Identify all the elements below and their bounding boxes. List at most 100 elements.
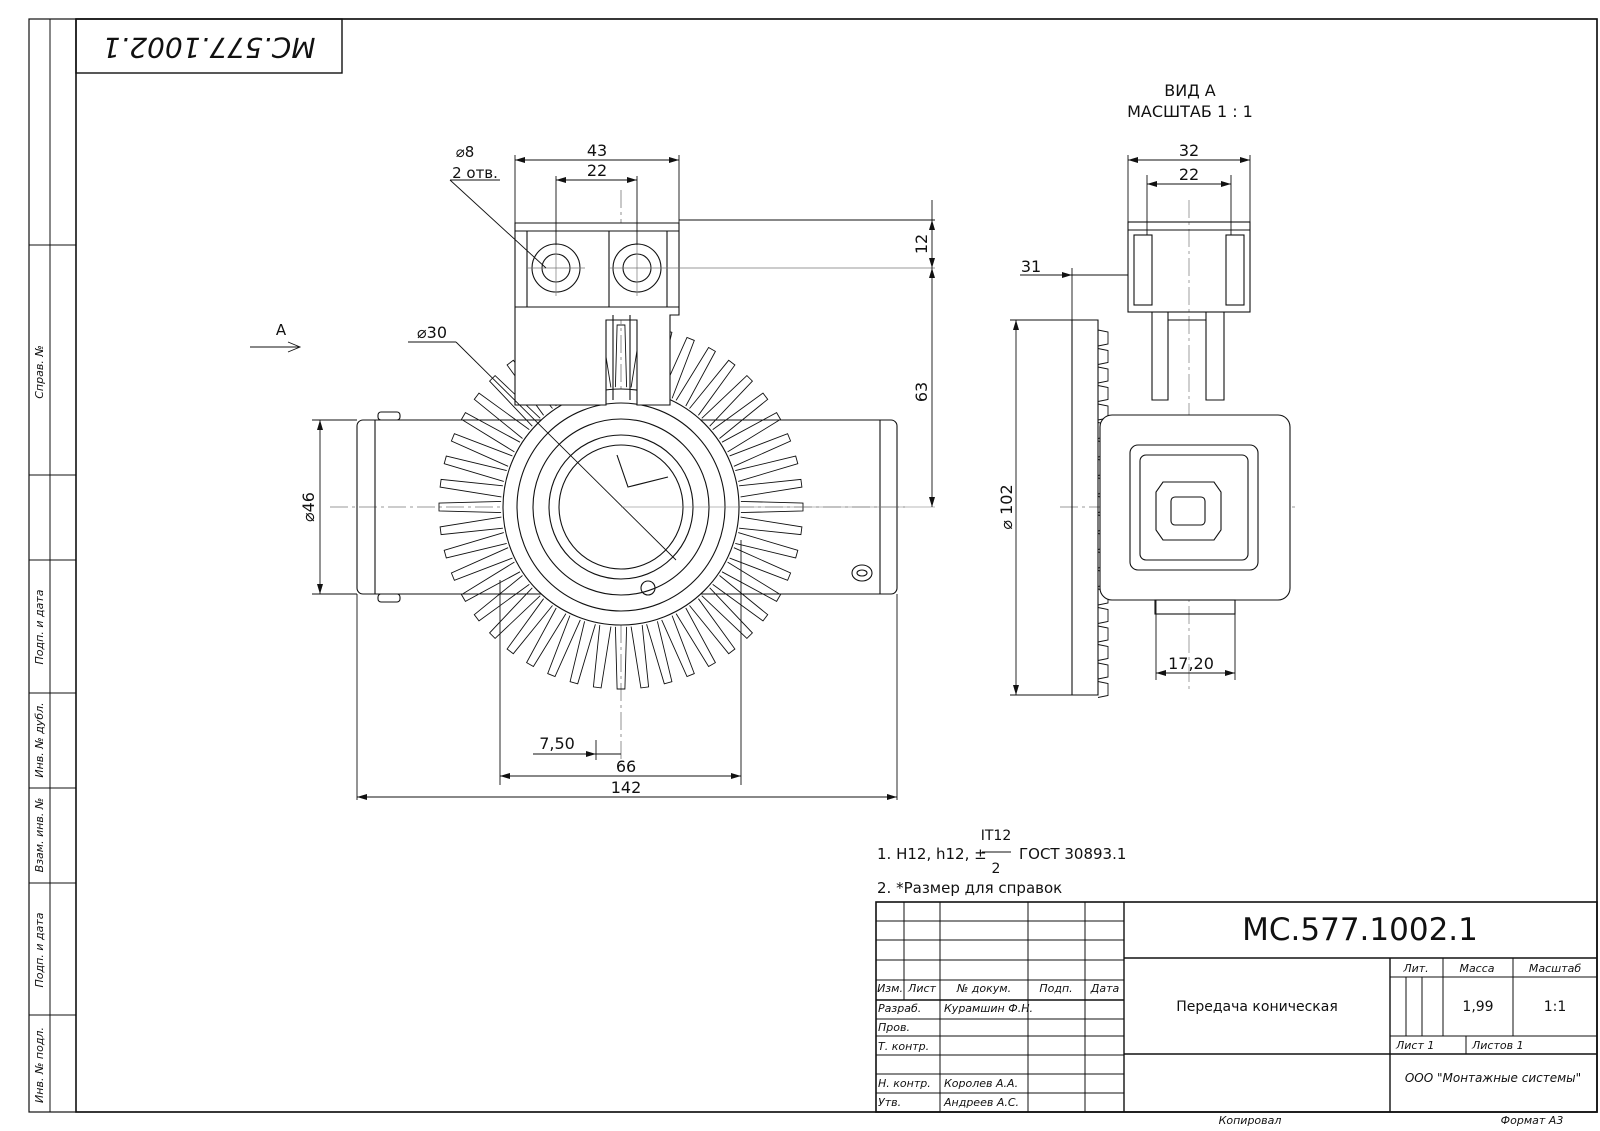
tb-sheet: Лист 1	[1395, 1039, 1434, 1052]
side-gear-tooth	[1097, 681, 1109, 698]
front-dim-arrows	[317, 157, 935, 800]
gear-tooth	[701, 374, 754, 427]
footer-format: Формат А3	[1501, 1114, 1564, 1127]
gear-tooth	[443, 532, 507, 559]
strip-label-vzam: Взам. инв. №	[33, 798, 46, 873]
tb-mass-label: Масса	[1459, 962, 1494, 975]
dim-d46: ⌀46	[299, 492, 318, 522]
dim-31: 31	[1021, 257, 1041, 276]
strip-label-sprav: Справ. №	[33, 345, 46, 399]
gear-tooth	[675, 346, 717, 407]
gear-tooth	[547, 615, 581, 678]
side-dimensions	[1010, 155, 1251, 696]
gear-tooth	[439, 516, 503, 536]
gear-tooth	[721, 411, 782, 453]
tb-role-prov: Пров.	[878, 1021, 910, 1034]
top-stamp-code: МС.577.1002.1	[103, 31, 316, 64]
strip-label-inv-dubl: Инв. № дубл.	[33, 702, 46, 777]
dim-22-side: 22	[1179, 165, 1199, 184]
gear-tooth	[739, 478, 803, 498]
gear-tooth	[592, 625, 612, 689]
tb-person-razrab: Курамшин Ф.Н.	[944, 1002, 1033, 1015]
gear-tooth	[735, 532, 799, 559]
gear-tooth	[439, 478, 503, 498]
note-2: 2. *Размер для справок	[877, 879, 1062, 897]
gear-tooth	[438, 500, 502, 514]
gear-tooth	[569, 621, 596, 685]
dim-32: 32	[1179, 141, 1199, 160]
top-stamp: МС.577.1002.1	[75, 18, 343, 74]
side-gear-tooth	[1097, 625, 1109, 643]
gear-tooth	[614, 324, 628, 388]
front-view	[330, 179, 935, 770]
dim-hole-dia: ⌀8	[456, 143, 475, 161]
tb-lit-label: Лит.	[1402, 962, 1428, 975]
note-1-den: 2	[992, 861, 1001, 877]
side-view	[1060, 200, 1295, 698]
side-gear-tooth	[1097, 366, 1109, 384]
tb-header-izm: Изм.	[877, 982, 903, 995]
gear-tooth	[675, 607, 717, 668]
title-block	[875, 901, 1598, 1113]
tb-role-tkontr: Т. контр.	[878, 1040, 929, 1053]
gear-tooth	[460, 411, 521, 453]
gear-tooth	[488, 587, 541, 640]
side-gear-tooth	[1097, 662, 1109, 680]
gear-tooth	[701, 587, 754, 640]
gear-tooth	[473, 575, 530, 622]
gear-tooth	[506, 598, 553, 655]
tb-person-utv: Андреев А.С.	[943, 1096, 1019, 1109]
tb-sheets: Листов 1	[1471, 1039, 1524, 1052]
dim-142: 142	[611, 778, 642, 797]
tb-header-dokum: № докум.	[956, 982, 1011, 995]
gear-tooth	[735, 455, 799, 482]
tb-scale-label: Масштаб	[1529, 962, 1581, 975]
note-1-suffix: ГОСТ 30893.1	[1019, 845, 1126, 863]
side-gear-tooth	[1097, 385, 1109, 402]
gear-tooth	[450, 547, 513, 581]
title-part-name: Передача коническая	[1176, 999, 1338, 1015]
note-1-prefix: 1. H12, h12, ±	[877, 845, 987, 863]
gear-tooth	[729, 547, 792, 581]
side-gear-tooth	[1097, 644, 1109, 661]
tb-header-list: Лист	[907, 982, 936, 995]
dim-12: 12	[912, 234, 931, 254]
gear-tooth	[473, 392, 530, 439]
gear-tooth	[689, 359, 736, 416]
title-designation: МС.577.1002.1	[1242, 912, 1478, 948]
left-strip	[29, 244, 76, 1016]
gear-tooth	[712, 392, 769, 439]
gear-tooth	[450, 433, 513, 467]
side-gear-tooth	[1097, 348, 1109, 365]
dim-d102: ⌀ 102	[997, 484, 1016, 529]
tb-scale-value: 1:1	[1544, 999, 1567, 1015]
side-gear-tooth	[1097, 607, 1109, 624]
tb-company: ООО "Монтажные системы"	[1405, 1071, 1581, 1085]
footer-copied: Копировал	[1219, 1114, 1282, 1127]
dim-17-20: 17,20	[1168, 654, 1214, 673]
side-dim-arrows	[1013, 157, 1250, 695]
dim-63: 63	[912, 382, 931, 402]
tb-role-nkontr: Н. контр.	[878, 1077, 931, 1090]
gear-tooth	[614, 626, 628, 690]
tb-mass-value: 1,99	[1462, 999, 1493, 1015]
strip-label-inv-podl: Инв. № подл.	[33, 1027, 46, 1103]
view-a-arrow-label: А	[276, 321, 287, 339]
dim-66: 66	[616, 757, 636, 776]
view-a-scale: МАСШТАБ 1 : 1	[1127, 102, 1253, 121]
gear-tooth	[721, 561, 782, 603]
front-dimensions	[250, 155, 935, 800]
gear-tooth	[646, 621, 673, 685]
dim-d30: ⌀30	[417, 323, 447, 342]
gear-tooth	[712, 575, 769, 622]
gear-tooth	[689, 598, 736, 655]
side-gear-tooth	[1097, 329, 1109, 347]
dim-22-front: 22	[587, 161, 607, 180]
note-1-num: IT12	[981, 828, 1012, 844]
tb-role-razrab: Разраб.	[878, 1002, 921, 1015]
tb-person-nkontr: Королев А.А.	[944, 1077, 1018, 1090]
gear-tooth	[661, 615, 695, 678]
gear-tooth	[661, 336, 695, 399]
dim-43: 43	[587, 141, 607, 160]
